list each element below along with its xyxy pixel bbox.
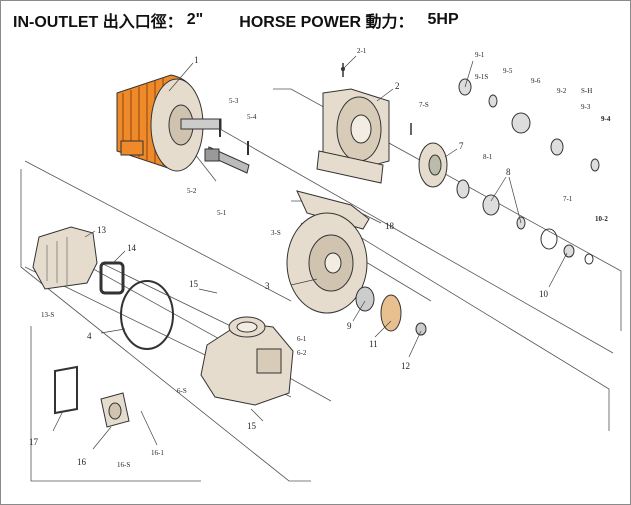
callout-4: 4 [87,331,92,341]
callout-9-2: 9-2 [557,87,567,95]
fitting-part [100,392,130,428]
callout-9-5: 9-5 [503,67,513,75]
callout-9-4: 9-4 [601,115,611,123]
horsepower-label: HORSE POWER 動力： [239,14,414,31]
callout-3-s: 3-S [271,229,281,237]
callout-13-s: 13-S [41,311,54,319]
impeller-parts [355,286,427,336]
callout-5-3: 5-3 [229,97,239,105]
callout-17: 17 [29,437,39,447]
callout-9-1s: 9-1S [475,73,488,81]
pump-casing-part [200,316,294,406]
callout-9: 9 [347,321,352,331]
callout-18: 18 [385,221,395,231]
callout-5-2: 5-2 [187,187,197,195]
callout-6-s: 6-S [177,387,187,395]
callout-6-1: 6-1 [297,335,307,343]
callout-9-3: 9-3 [581,103,591,111]
callout-12: 12 [401,361,410,371]
base-plate-part [54,365,78,415]
inlet-outlet-value: 2" [186,11,204,28]
callout-11: 11 [369,339,378,349]
callout-5-1: 5-1 [217,209,227,217]
callout-16-s: 16-S [117,461,130,469]
callout-9-6: 9-6 [531,77,541,85]
inlet-outlet-label: IN-OUTLET 出入口徑： [13,14,183,31]
callout-2-1: 2-1 [357,47,367,55]
callout-7: 7 [459,141,464,151]
callout-7-s: 7-S [419,101,429,109]
callout-16-1: 16-1 [151,449,164,457]
callout-2: 2 [395,81,400,91]
callout-15a: 15 [189,279,199,289]
callout-1: 1 [194,55,199,65]
bracket-part [316,63,390,184]
bearing-kit-parts [456,78,600,265]
callout-3: 3 [265,281,270,291]
gasket-part [99,261,125,295]
o-ring-part [120,280,174,350]
motor-part [116,74,222,172]
callout-14: 14 [127,243,137,253]
callout-10: 10 [539,289,549,299]
callout-s-h: S-H [581,87,592,95]
shaft-part [204,119,250,174]
callout-16: 16 [77,457,87,467]
diagram-title: IN-OUTLET 出入口徑： 2" HORSE POWER 動力： 5HP [13,7,459,33]
callout-15b: 15 [247,421,257,431]
callout-13: 13 [97,225,107,235]
horsepower-value: 5HP [427,11,459,28]
leader-lines [52,55,568,450]
callout-7-1: 7-1 [563,195,573,203]
callout-8-1: 8-1 [483,153,493,161]
callout-9-1: 9-1 [475,51,485,59]
callout-5-4: 5-4 [247,113,257,121]
fan-cover-part [32,226,98,290]
seal-part [410,123,448,188]
callout-10-2: 10-2 [595,215,608,223]
casing-cover-part [286,212,368,314]
callout-6-2: 6-2 [297,349,307,357]
base-part [296,190,370,230]
callout-8: 8 [506,167,511,177]
